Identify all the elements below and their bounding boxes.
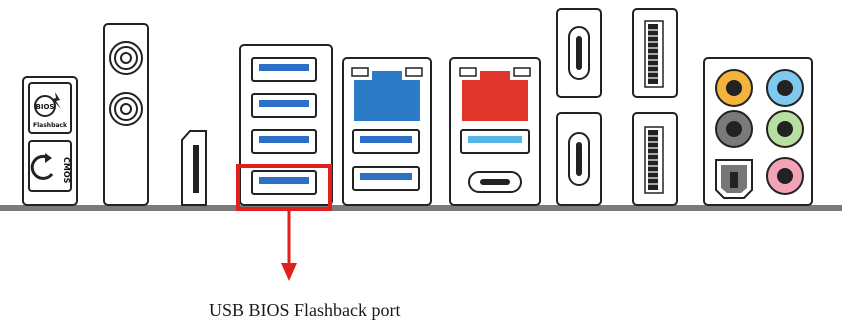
lan-port-2[interactable] (459, 67, 531, 121)
callout-arrow (281, 209, 297, 281)
lan2-led-right (513, 67, 531, 77)
lan-port-1[interactable] (351, 67, 423, 121)
usb-port-1[interactable] (251, 57, 317, 82)
usb-port-5[interactable] (352, 129, 420, 154)
audio-jack-blue[interactable] (766, 69, 804, 107)
lan-usb-stack-2 (449, 57, 541, 206)
lan-led-right (405, 67, 423, 77)
usb-c-port-1[interactable] (468, 171, 522, 193)
cmos-label: CMOS (62, 157, 71, 184)
usb-c-port-3[interactable] (556, 112, 602, 206)
flashback-port-caption: USB BIOS Flashback port (209, 300, 401, 320)
bios-flashback-button[interactable]: BIOS Flashback (28, 82, 72, 134)
usb-port-2[interactable] (251, 93, 317, 118)
audio-block (703, 57, 813, 206)
usb-port-7[interactable] (460, 129, 530, 154)
antenna-connector-1[interactable] (109, 41, 143, 75)
flash-bolt-icon (52, 92, 61, 109)
optical-spdif-port[interactable] (715, 159, 753, 199)
antenna-connector-2[interactable] (109, 92, 143, 126)
io-shield-baseline (0, 205, 842, 211)
usb-port-6[interactable] (352, 166, 420, 191)
usb-bios-flashback-port[interactable] (251, 170, 317, 195)
reset-arrow-icon (30, 154, 54, 180)
audio-jack-orange[interactable] (715, 69, 753, 107)
button-block: BIOS Flashback CMOS (22, 76, 78, 206)
usb-stack-4 (236, 44, 333, 211)
lan-usb-stack-1 (342, 57, 432, 206)
wifi-antenna-block (103, 23, 149, 206)
audio-jack-gray[interactable] (715, 110, 753, 148)
audio-jack-pink[interactable] (766, 157, 804, 195)
lan2-led-left (459, 67, 477, 77)
bios-label: BIOS (36, 103, 55, 111)
hdmi-port[interactable] (181, 130, 207, 206)
clear-cmos-button[interactable]: CMOS (28, 140, 72, 192)
flashback-port-highlight (236, 164, 332, 211)
flashback-label: Flashback (33, 122, 68, 129)
audio-jack-green[interactable] (766, 110, 804, 148)
display-connector-2[interactable] (632, 112, 678, 206)
usb-port-3[interactable] (251, 129, 317, 154)
lan-led-left (351, 67, 369, 77)
usb-c-port-2[interactable] (556, 8, 602, 98)
reset-arrow-head-icon (45, 153, 52, 163)
display-connector-1[interactable] (632, 8, 678, 98)
